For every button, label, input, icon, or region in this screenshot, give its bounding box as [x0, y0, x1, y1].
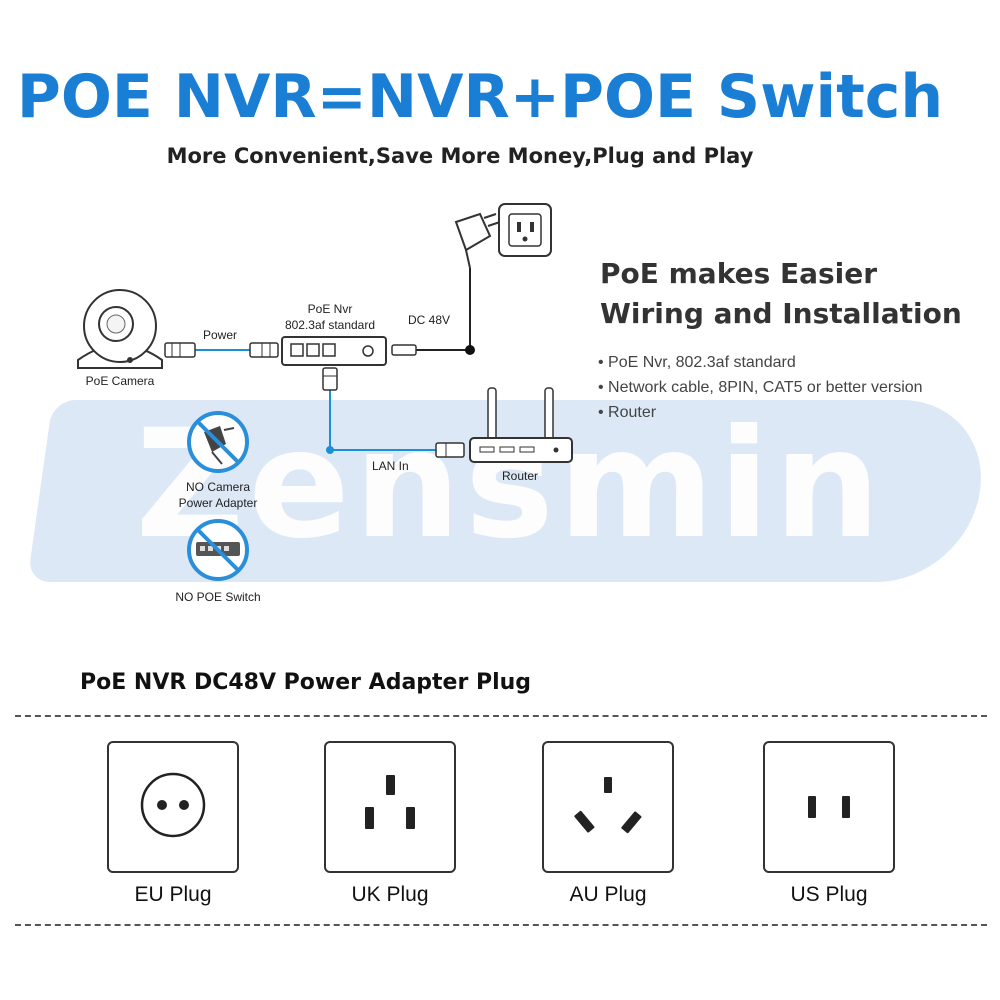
- poe-nvr-icon: [281, 336, 387, 366]
- no-adapter-label-line1: NO Camera: [185, 480, 250, 494]
- divider-bottom: [15, 924, 987, 926]
- nvr-label-line2: 802.3af standard: [284, 318, 376, 332]
- no-switch-prohibit-icon: [187, 519, 249, 581]
- rj45-plug-right-icon: [249, 342, 279, 358]
- poe-camera-icon: [77, 289, 163, 369]
- plug-section-heading: PoE NVR DC48V Power Adapter Plug: [80, 670, 532, 695]
- watermark-text: Zensmin: [135, 398, 885, 572]
- cables: [195, 349, 436, 451]
- eu-socket-icon: [140, 772, 206, 838]
- eu-socket: [107, 741, 239, 873]
- nvr-label-line1: PoE Nvr: [307, 302, 353, 316]
- info-title-line2: Wiring and Installation: [600, 297, 962, 330]
- rj45-plug-left-icon: [164, 342, 196, 358]
- page-subtitle: More Convenient,Save More Money,Plug and…: [166, 144, 754, 168]
- info-bullet-3: • Router: [598, 404, 657, 421]
- dc-cable: [415, 268, 471, 351]
- router-lan-plug-icon: [435, 442, 465, 458]
- dc-label: DC 48V: [408, 313, 451, 327]
- info-bullet-1: • PoE Nvr, 802.3af standard: [598, 354, 796, 371]
- power-adapter-icon: [454, 212, 501, 269]
- dc-junction-dot: [465, 345, 475, 355]
- wiring-diagram: [77, 203, 573, 581]
- router-label: Router: [501, 469, 539, 483]
- page-title: POE NVR=NVR+POE Switch: [16, 62, 944, 132]
- au-socket: [542, 741, 674, 873]
- wall-socket-icon: [498, 203, 552, 257]
- us-plug-label: US Plug: [790, 883, 868, 906]
- uk-socket-icon: [365, 775, 415, 829]
- uk-socket: [324, 741, 456, 873]
- info-title: PoE makes Easier Wiring and Installation: [600, 254, 962, 334]
- router-icon: [469, 387, 573, 463]
- us-socket-icon: [808, 796, 850, 818]
- au-plug-label: AU Plug: [569, 883, 647, 906]
- info-bullet-2: • Network cable, 8PIN, CAT5 or better ve…: [598, 379, 923, 396]
- eu-plug-label: EU Plug: [134, 883, 212, 906]
- camera-label: PoE Camera: [85, 374, 155, 388]
- lan-plug-icon: [322, 367, 338, 391]
- info-title-line1: PoE makes Easier: [600, 257, 878, 290]
- no-adapter-prohibit-icon: [187, 411, 249, 473]
- lan-label: LAN In: [372, 459, 409, 473]
- dc-jack-icon: [391, 344, 417, 356]
- us-socket: [763, 741, 895, 873]
- divider-top: [15, 715, 987, 717]
- uk-plug-label: UK Plug: [351, 883, 429, 906]
- no-adapter-label-line2: Power Adapter: [178, 496, 258, 510]
- no-switch-label: NO POE Switch: [175, 590, 261, 604]
- power-label: Power: [202, 328, 237, 342]
- lan-junction-dot: [326, 446, 334, 454]
- au-socket-icon: [574, 777, 642, 834]
